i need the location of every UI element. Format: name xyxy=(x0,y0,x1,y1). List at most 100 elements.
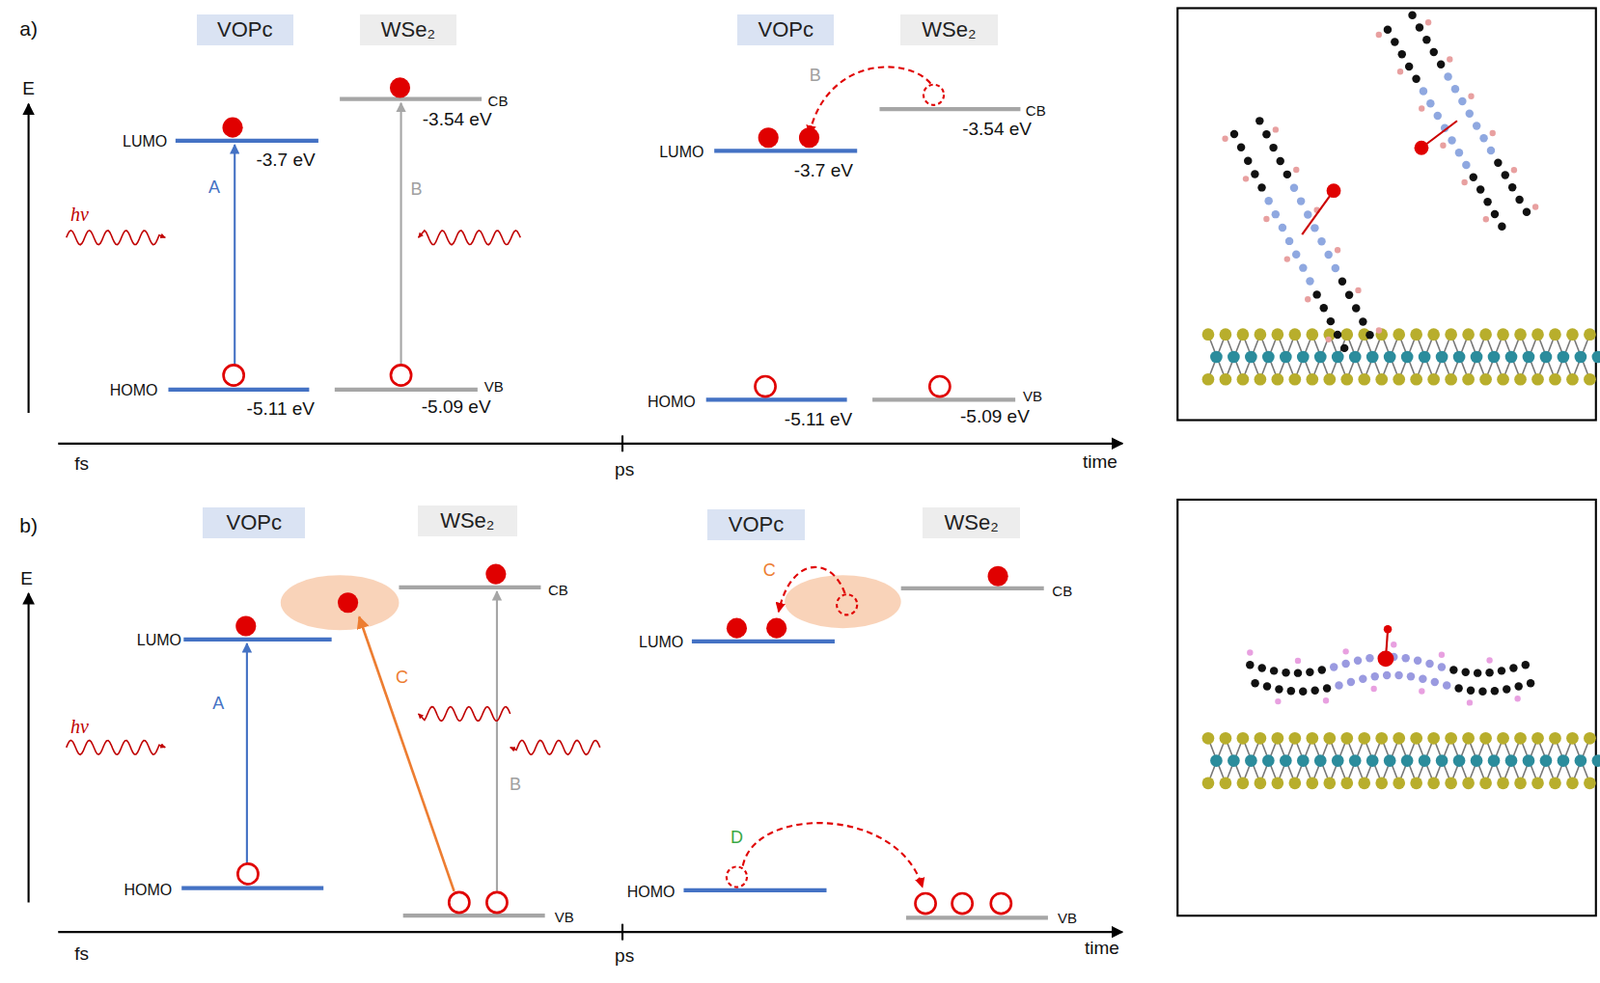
w-atom xyxy=(1383,351,1397,364)
bond xyxy=(1520,738,1539,784)
atom xyxy=(1497,666,1506,675)
se-atom xyxy=(1392,328,1406,341)
atom xyxy=(1515,195,1523,204)
se-atom xyxy=(1514,373,1527,387)
atom xyxy=(1353,657,1362,665)
diagram-label: C xyxy=(763,561,776,581)
atom xyxy=(1465,110,1474,118)
atom xyxy=(1275,157,1284,166)
static-art xyxy=(28,7,1597,940)
bond xyxy=(1537,738,1555,784)
atom xyxy=(1243,156,1252,165)
h-atom xyxy=(1370,686,1377,692)
w-atom xyxy=(1435,754,1449,768)
atom xyxy=(1365,331,1374,339)
atom xyxy=(1331,264,1340,273)
material-name: WSe₂ xyxy=(381,17,436,43)
diagram-label: VB xyxy=(554,909,575,926)
homo-level xyxy=(181,886,324,891)
material-name: WSe₂ xyxy=(921,17,976,43)
atom xyxy=(1317,237,1325,246)
atom xyxy=(1358,675,1367,684)
diagram-label: VB xyxy=(1057,910,1077,927)
diagram-label: HOMO xyxy=(123,882,172,900)
bond xyxy=(1364,738,1382,784)
diagram-label: A xyxy=(208,178,221,198)
material-tag: WSe₂ xyxy=(900,14,997,46)
bond xyxy=(1329,334,1348,381)
diagram-label: LUMO xyxy=(659,143,704,162)
se-atom xyxy=(1375,732,1388,745)
se-atom xyxy=(1357,732,1371,745)
atom xyxy=(1383,25,1392,33)
bond xyxy=(1347,334,1365,381)
material-name: WSe₂ xyxy=(944,510,999,536)
atom xyxy=(1320,303,1328,312)
bond xyxy=(1329,738,1348,784)
bond xyxy=(1572,334,1590,381)
material-tag: WSe₂ xyxy=(417,505,518,537)
se-atom xyxy=(1583,328,1597,341)
se-atom xyxy=(1427,373,1440,387)
material-name: WSe₂ xyxy=(440,508,495,534)
se-atom xyxy=(1427,328,1440,341)
se-atom xyxy=(1548,732,1562,745)
bond xyxy=(1225,334,1243,381)
atom xyxy=(1437,662,1446,671)
cb-level xyxy=(901,586,1045,591)
atom xyxy=(1365,654,1374,663)
atom xyxy=(1318,665,1326,674)
se-atom xyxy=(1409,373,1423,387)
bond xyxy=(1242,738,1261,784)
bond xyxy=(1364,738,1382,784)
atom xyxy=(1407,11,1416,20)
vb-level xyxy=(906,915,1049,920)
se-atom xyxy=(1392,776,1406,790)
vb-level xyxy=(334,387,478,392)
w-atom xyxy=(1262,351,1275,364)
atom xyxy=(1264,196,1272,205)
se-atom xyxy=(1566,776,1579,790)
atom xyxy=(1340,344,1349,353)
se-atom xyxy=(1566,732,1579,745)
cb-level xyxy=(879,107,1021,111)
electron xyxy=(235,615,256,636)
se-atom xyxy=(1219,328,1233,341)
se-atom xyxy=(1288,732,1301,745)
bond xyxy=(1399,334,1417,381)
se-atom xyxy=(1375,373,1388,387)
atom xyxy=(1425,660,1434,668)
h-atom xyxy=(1272,126,1279,133)
atom xyxy=(1351,303,1360,312)
atom xyxy=(1287,687,1296,695)
se-atom xyxy=(1548,776,1562,790)
bond xyxy=(1295,738,1313,784)
structure-frame xyxy=(1177,499,1597,916)
lumo-level xyxy=(183,637,332,642)
w-atom xyxy=(1540,351,1553,364)
atom xyxy=(1274,685,1283,693)
w-atom xyxy=(1244,754,1258,768)
bond xyxy=(1451,738,1469,784)
h-atom xyxy=(1274,698,1281,705)
bond xyxy=(1329,738,1348,784)
se-atom xyxy=(1271,328,1285,341)
photon-wave xyxy=(66,740,166,755)
w-atom xyxy=(1366,754,1380,768)
se-atom xyxy=(1479,776,1492,790)
atom xyxy=(1458,97,1466,106)
bond xyxy=(1503,334,1521,381)
bond xyxy=(1381,738,1400,784)
bond xyxy=(1277,738,1296,784)
bond xyxy=(1208,334,1226,381)
atom xyxy=(1413,657,1422,665)
atom xyxy=(1257,183,1266,192)
bond xyxy=(1537,334,1555,381)
bond xyxy=(1295,738,1313,784)
diagram-label: HOMO xyxy=(627,883,676,902)
se-atom xyxy=(1583,776,1597,790)
se-atom xyxy=(1462,776,1475,790)
atom xyxy=(1298,263,1307,272)
se-atom xyxy=(1409,776,1423,790)
se-atom xyxy=(1531,328,1545,341)
